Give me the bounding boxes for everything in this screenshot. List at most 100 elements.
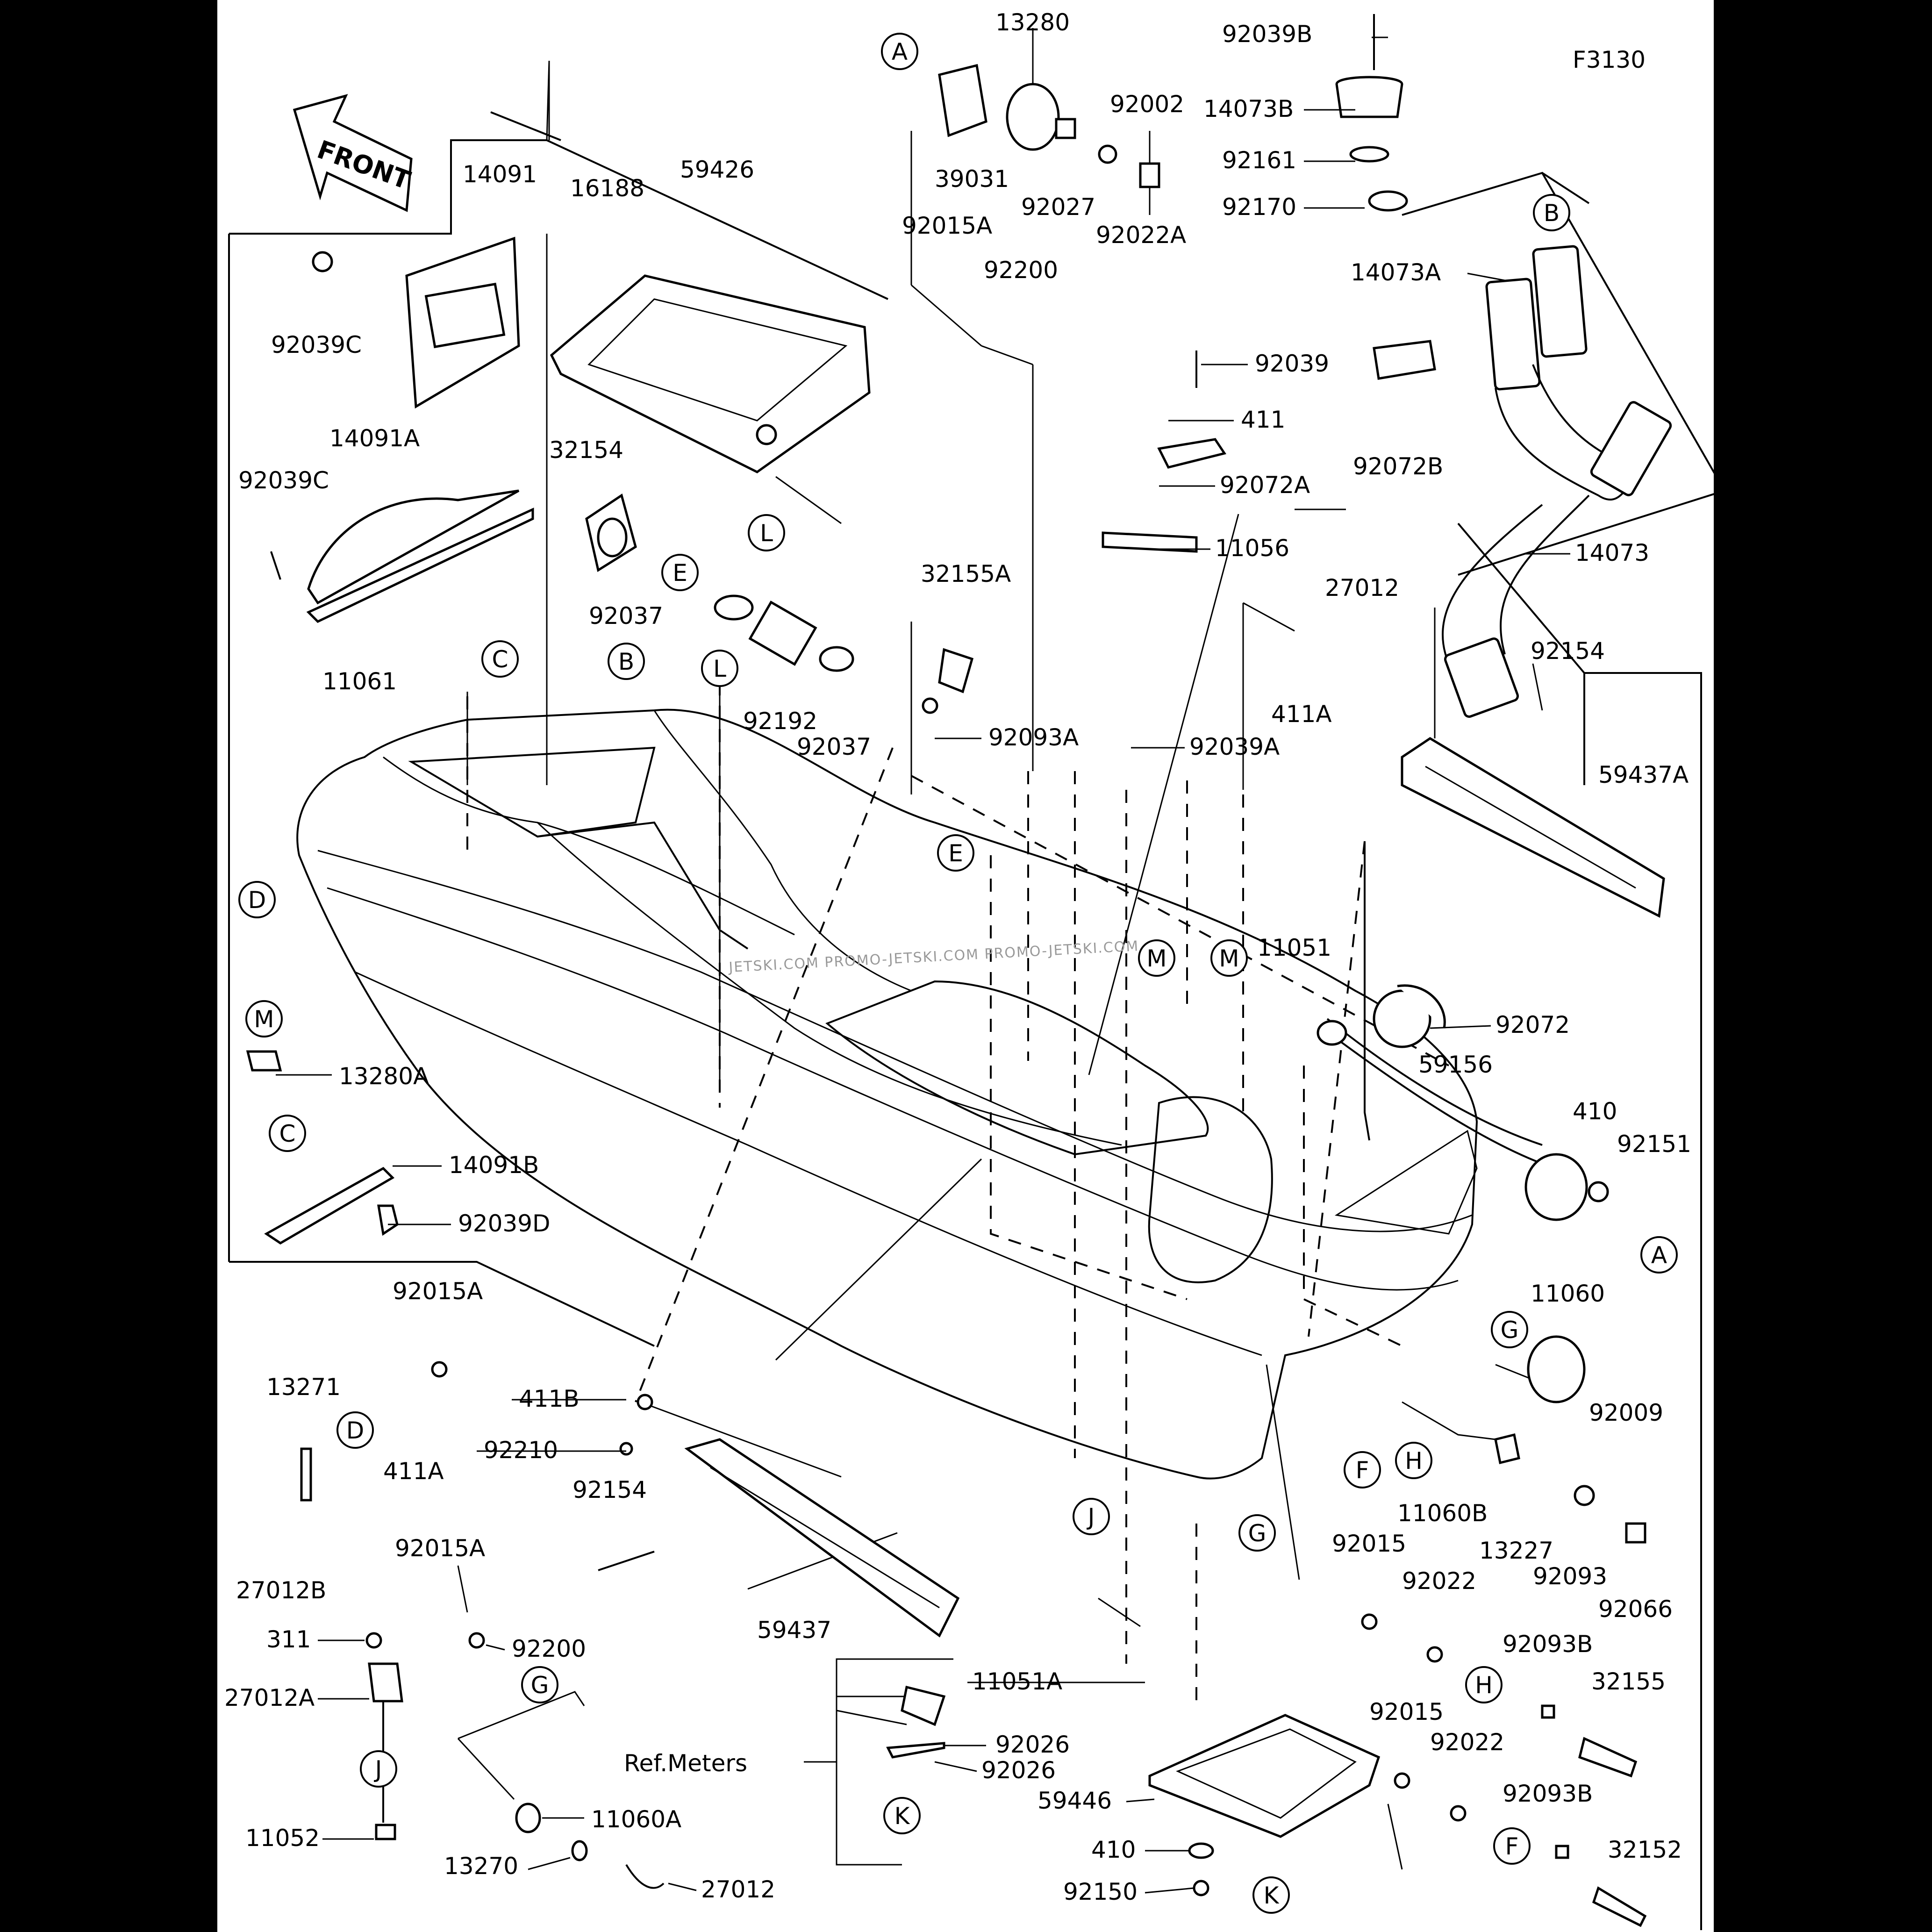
label-92015A-low: 92015A xyxy=(395,1535,485,1562)
label-92022-b: 92022 xyxy=(1430,1729,1504,1756)
callout-G-mid: G xyxy=(1238,1514,1276,1552)
label-59437A: 59437A xyxy=(1598,761,1689,788)
watermark: JETSKI.COM PROMO-JETSKI.COM PROMO-JETSKI… xyxy=(728,938,1139,976)
label-32155A: 32155A xyxy=(921,560,1011,587)
label-411A-low: 411A xyxy=(383,1458,444,1485)
svg-text:A: A xyxy=(1651,1242,1667,1269)
label-92039C-a: 92039C xyxy=(271,331,362,358)
callout-M-a: M xyxy=(1138,939,1175,977)
label-92039B: 92039B xyxy=(1222,21,1312,48)
callout-F-right: F xyxy=(1344,1451,1381,1488)
svg-text:B: B xyxy=(618,648,634,675)
label-11052: 11052 xyxy=(245,1825,320,1852)
callout-M-b: M xyxy=(1210,939,1248,977)
ride-plate-59437A xyxy=(1401,737,1665,918)
callout-K-low: K xyxy=(1252,1876,1290,1914)
label-11060B: 11060B xyxy=(1397,1500,1488,1527)
duct-32154 xyxy=(585,493,854,672)
callout-C-left: C xyxy=(269,1115,306,1152)
label-411B: 411B xyxy=(519,1385,580,1412)
callout-D-left: D xyxy=(238,881,276,918)
label-11060A: 11060A xyxy=(591,1806,681,1833)
callout-A-right: A xyxy=(1640,1236,1678,1274)
j-assembly xyxy=(365,1632,665,1889)
label-92015A-mid: 92015A xyxy=(393,1278,483,1305)
svg-text:E: E xyxy=(673,559,687,587)
svg-text:G: G xyxy=(531,1672,549,1699)
callout-K-mid: K xyxy=(883,1797,921,1834)
label-92009: 92009 xyxy=(1589,1399,1663,1426)
callout-H-right: H xyxy=(1395,1442,1432,1479)
svg-text:M: M xyxy=(1146,945,1166,972)
label-92037-a: 92037 xyxy=(589,602,663,630)
label-leaders xyxy=(276,36,1570,1894)
svg-text:D: D xyxy=(248,887,266,914)
label-11060: 11060 xyxy=(1531,1280,1605,1307)
svg-text:K: K xyxy=(894,1803,910,1830)
callout-D-low: D xyxy=(336,1411,374,1449)
bottom-left-parts xyxy=(246,1050,653,1502)
svg-text:M: M xyxy=(254,1006,274,1033)
label-13271: 13271 xyxy=(266,1374,341,1401)
label-410-top: 410 xyxy=(1573,1098,1617,1125)
label-13280: 13280 xyxy=(995,9,1070,36)
plate-59446 xyxy=(1148,1714,1381,1896)
valve-32155A xyxy=(922,351,1227,714)
callout-M-left: M xyxy=(245,1000,283,1038)
label-92039C-b: 92039C xyxy=(238,467,329,494)
label-92093B-b: 92093B xyxy=(1503,1780,1593,1807)
label-13227: 13227 xyxy=(1479,1537,1553,1564)
callout-L-mid: L xyxy=(701,650,738,687)
svg-text:L: L xyxy=(760,520,773,547)
callout-G-low: G xyxy=(521,1666,558,1703)
callout-E-mid: E xyxy=(937,834,974,872)
label-59437: 59437 xyxy=(757,1617,831,1644)
label-92151: 92151 xyxy=(1617,1131,1691,1158)
svg-text:L: L xyxy=(713,655,726,682)
pipe-59156 xyxy=(1317,984,1609,1403)
label-11051A: 11051A xyxy=(972,1668,1062,1695)
svg-text:J: J xyxy=(374,1756,382,1783)
svg-text:H: H xyxy=(1405,1447,1423,1474)
svg-text:F: F xyxy=(1505,1833,1519,1860)
label-11051: 11051 xyxy=(1257,934,1331,961)
bottom-right-parts xyxy=(1361,1433,1647,1927)
intake-funnel xyxy=(1335,14,1408,212)
label-14073: 14073 xyxy=(1575,539,1649,566)
label-11061: 11061 xyxy=(322,668,397,695)
label-32154: 32154 xyxy=(549,436,623,464)
figure-code: F3130 xyxy=(1573,46,1646,73)
label-410-low: 410 xyxy=(1091,1836,1136,1863)
label-92015-a: 92015 xyxy=(1332,1530,1406,1557)
svg-text:B: B xyxy=(1544,200,1560,227)
label-27012-top: 27012 xyxy=(1325,574,1399,601)
label-59426: 59426 xyxy=(680,156,754,183)
label-14091A: 14091A xyxy=(329,425,420,452)
label-13270: 13270 xyxy=(444,1853,518,1880)
cover-14091 xyxy=(312,236,520,409)
label-14073B: 14073B xyxy=(1203,95,1294,122)
callouts: A B L E C B L D E M M M C A G H F D J G … xyxy=(238,33,1678,1914)
label-411: 411 xyxy=(1241,406,1285,433)
label-92026-b: 92026 xyxy=(981,1757,1056,1784)
label-92002: 92002 xyxy=(1110,91,1184,118)
callout-B-top: B xyxy=(1533,194,1570,231)
part-labels: 13280 92039B 14073B 92161 92170 39031 92… xyxy=(224,9,1691,1905)
ref-meters-label: Ref.Meters xyxy=(624,1750,747,1777)
storage-bin xyxy=(550,274,871,473)
callout-C-top: C xyxy=(481,640,519,678)
label-92066: 92066 xyxy=(1598,1596,1673,1623)
callout-B-mid: B xyxy=(608,643,645,680)
svg-text:K: K xyxy=(1264,1882,1280,1909)
label-92150: 92150 xyxy=(1063,1878,1138,1905)
hull-body xyxy=(296,708,1478,1480)
svg-text:C: C xyxy=(279,1120,296,1147)
label-14073A: 14073A xyxy=(1351,259,1441,286)
top-center-parts xyxy=(490,64,1160,188)
svg-text:C: C xyxy=(492,646,508,673)
callout-A-top: A xyxy=(881,33,918,70)
svg-text:G: G xyxy=(1248,1520,1267,1547)
svg-text:A: A xyxy=(892,38,908,65)
label-14091B: 14091B xyxy=(449,1152,539,1179)
label-92170: 92170 xyxy=(1222,193,1296,221)
